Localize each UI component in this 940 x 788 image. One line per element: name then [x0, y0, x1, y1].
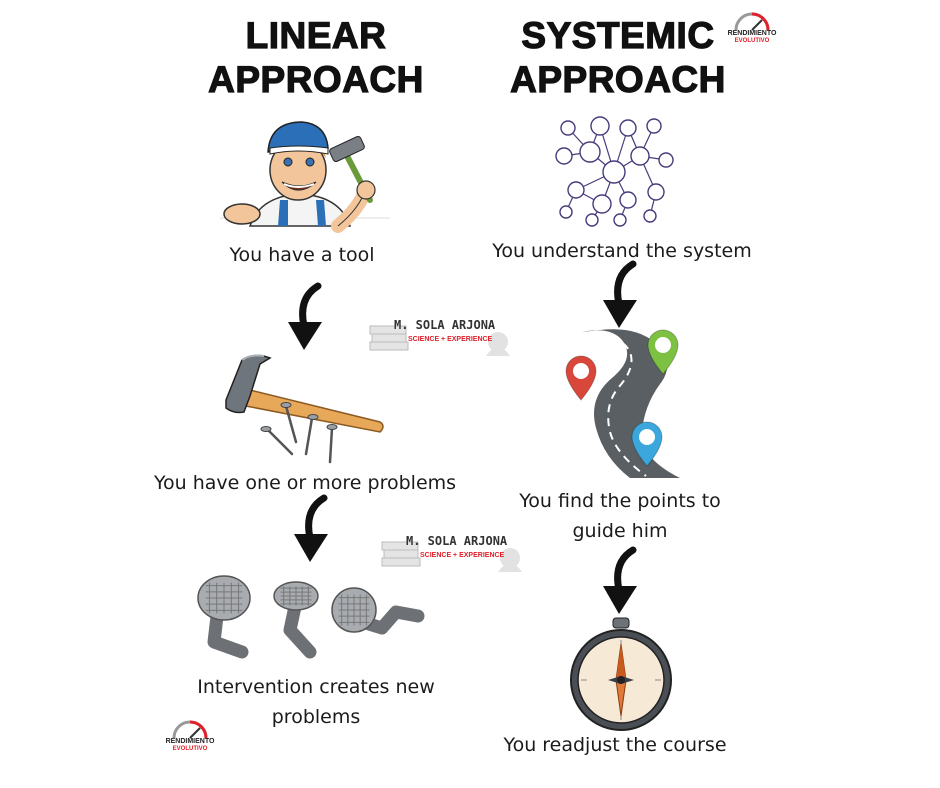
rendimiento-logo-top: RENDIMIENTO EVOLUTIVO: [722, 8, 782, 48]
linear-step1-caption: You have a tool: [229, 244, 375, 266]
systemic-step2-caption: You find the points to guide him: [510, 486, 730, 546]
systemic-step2-line2: guide him: [572, 520, 668, 542]
linear-step2-caption: You have one or more problems: [153, 472, 457, 494]
curved-arrow-down-icon: [597, 260, 647, 332]
network-diagram-icon: [555, 116, 676, 227]
curved-arrow-down-icon: [288, 494, 338, 566]
books-icon: [381, 541, 522, 572]
linear-approach-title: LINEAR APPROACH: [206, 14, 426, 102]
systemic-step2-line1: You find the points to: [519, 490, 721, 512]
compass-icon: [568, 617, 674, 731]
curved-arrow-down-icon: [597, 546, 647, 618]
worker-with-hammer-icon: [220, 118, 390, 233]
watermark-sola-arjona: M. SOLA ARJONA SCIENCE + EXPERIENCE: [368, 316, 518, 358]
linear-title-line2: APPROACH: [208, 58, 424, 100]
watermark-name: M. SOLA ARJONA: [406, 534, 508, 548]
road-with-pins-icon: [560, 328, 690, 478]
systemic-step3-caption: You readjust the course: [503, 734, 727, 756]
systemic-title-line2: APPROACH: [510, 58, 726, 100]
systemic-approach-title: SYSTEMIC APPROACH: [508, 14, 728, 102]
logo-line1: RENDIMIENTO: [727, 30, 777, 37]
linear-step3-line1: Intervention creates new: [197, 676, 435, 698]
systemic-title-line1: SYSTEMIC: [521, 14, 715, 56]
blue-pin-icon: [630, 420, 664, 468]
logo-line1: RENDIMIENTO: [165, 738, 215, 745]
rendimiento-logo-bottom: RENDIMIENTO EVOLUTIVO: [160, 716, 220, 756]
red-pin-icon: [564, 354, 598, 402]
hammer-and-nails-icon: [220, 350, 390, 464]
linear-title-line1: LINEAR: [245, 14, 387, 56]
books-icon: [369, 325, 510, 356]
watermark-tagline: SCIENCE + EXPERIENCE: [420, 552, 505, 559]
speedometer-icon: [172, 720, 208, 739]
speedometer-icon: [734, 12, 770, 31]
logo-line2: EVOLUTIVO: [734, 38, 770, 44]
linear-step3-caption: Intervention creates new problems: [186, 672, 446, 732]
bent-nails-icon: [192, 572, 430, 664]
curved-arrow-down-icon: [282, 282, 332, 354]
logo-line2: EVOLUTIVO: [172, 746, 208, 752]
linear-step3-line2: problems: [271, 706, 361, 728]
watermark-sola-arjona: M. SOLA ARJONA SCIENCE + EXPERIENCE: [380, 532, 530, 574]
systemic-step1-caption: You understand the system: [492, 240, 752, 262]
watermark-tagline: SCIENCE + EXPERIENCE: [408, 336, 493, 343]
watermark-name: M. SOLA ARJONA: [394, 318, 496, 332]
green-pin-icon: [646, 328, 680, 376]
